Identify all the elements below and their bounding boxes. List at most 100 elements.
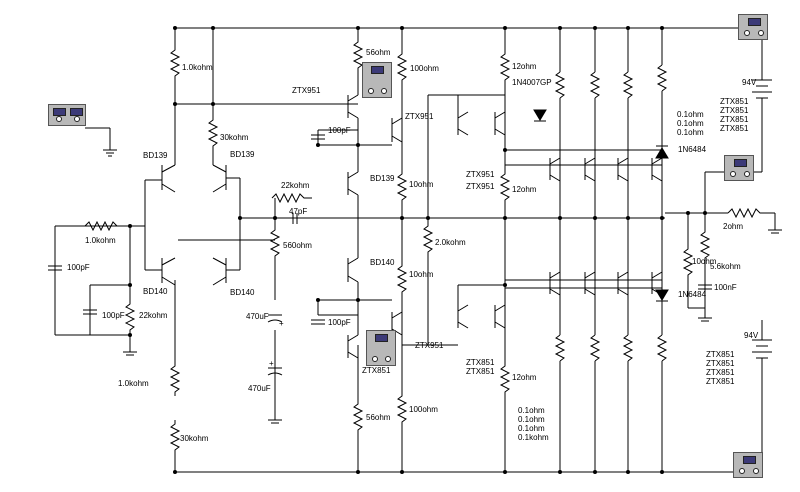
label-d-1n4007: 1N4007GP bbox=[512, 78, 552, 87]
label-d-1n6484-bot: 1N6484 bbox=[678, 290, 707, 299]
resistor-22k-input bbox=[124, 300, 136, 340]
label-r-22k-fb: 22kohm bbox=[281, 181, 310, 190]
voltmeter-top-rail[interactable] bbox=[738, 14, 768, 40]
meter-display-icon bbox=[375, 334, 388, 342]
label-r-1k0-top: 1.0kohm bbox=[182, 63, 213, 72]
label-plus-a: + bbox=[279, 319, 284, 328]
label-line: ZTX851 bbox=[706, 359, 735, 368]
resistor-12-bot bbox=[499, 362, 511, 396]
label-plus-b: + bbox=[269, 359, 274, 368]
terminal-icon bbox=[56, 116, 62, 122]
label-r-list-bot: 0.1ohm 0.1ohm 0.1ohm 0.1kohm bbox=[518, 406, 549, 442]
terminal-icon bbox=[744, 171, 750, 177]
label-d-1n6484-top: 1N6484 bbox=[678, 145, 707, 154]
voltmeter-bottom-rail[interactable] bbox=[733, 452, 763, 478]
label-r-12-top: 12ohm bbox=[512, 62, 537, 71]
label-r-30k-bot: 30kohm bbox=[180, 434, 209, 443]
probe-vas-bottom[interactable] bbox=[366, 330, 396, 366]
meter-display-icon bbox=[371, 66, 384, 74]
terminal-icon bbox=[739, 468, 745, 474]
label-line: ZTX851 bbox=[706, 350, 735, 359]
label-q-ztx951-d: ZTX951 bbox=[466, 182, 495, 191]
label-src-94v-bot: 94V bbox=[744, 331, 759, 340]
label-c-47p: 47pF bbox=[289, 207, 308, 216]
label-line: ZTX851 bbox=[720, 106, 749, 115]
label-c-100p-in: 100pF bbox=[67, 263, 90, 272]
resistor-56-top bbox=[352, 38, 364, 72]
terminal-icon bbox=[744, 30, 750, 36]
label-c-470u-b: 470uF bbox=[248, 384, 271, 393]
voltmeter-input[interactable] bbox=[48, 104, 86, 126]
resistor-100-bot bbox=[396, 392, 408, 428]
capacitors bbox=[48, 134, 712, 376]
label-c-100p-bot: 100pF bbox=[328, 318, 351, 327]
label-r-22k-in: 22kohm bbox=[139, 311, 168, 320]
meter-display-icon bbox=[53, 108, 66, 116]
label-q-bd140-b: BD140 bbox=[230, 288, 255, 297]
label-c-470u-a: 470uF bbox=[246, 312, 269, 321]
label-q-bd139-a: BD139 bbox=[143, 151, 168, 160]
label-q-bd140-c: BD140 bbox=[370, 258, 395, 267]
label-ztx851-list-bot: ZTX851 ZTX851 ZTX851 ZTX851 bbox=[706, 350, 734, 386]
meter-display-icon bbox=[70, 108, 83, 116]
label-line: ZTX851 bbox=[720, 97, 749, 106]
terminal-icon bbox=[758, 30, 764, 36]
resistor-2ohm bbox=[727, 207, 775, 219]
voltmeter-output[interactable] bbox=[724, 155, 754, 181]
ground-symbols bbox=[85, 127, 782, 424]
label-line: ZTX851 bbox=[706, 368, 735, 377]
label-q-bd140-a: BD140 bbox=[143, 287, 168, 296]
label-ztx851-pair-mid: ZTX851 ZTX851 bbox=[466, 358, 494, 376]
label-ztx851-list-top: ZTX851 ZTX851 ZTX851 ZTX851 bbox=[720, 97, 748, 133]
terminal-icon bbox=[372, 356, 378, 362]
label-r-10-out: 10ohm bbox=[692, 257, 717, 266]
label-r-2k0: 2.0kohm bbox=[435, 238, 466, 247]
meter-display-icon bbox=[734, 159, 747, 167]
resistor-22k-feedback bbox=[271, 192, 312, 204]
label-q-bd139-c: BD139 bbox=[370, 174, 395, 183]
label-c-100p-top: 100pF bbox=[328, 126, 351, 135]
resistor-12-mid bbox=[499, 170, 511, 204]
label-r-100-top: 100ohm bbox=[410, 64, 439, 73]
label-c-100n: 100nF bbox=[714, 283, 737, 292]
terminal-icon bbox=[385, 356, 391, 362]
label-line: 0.1ohm bbox=[518, 406, 545, 415]
resistor-10-a bbox=[396, 170, 408, 204]
label-r-1k0-in: 1.0kohm bbox=[85, 236, 116, 245]
label-r-12-mid: 12ohm bbox=[512, 185, 537, 194]
terminal-icon bbox=[381, 88, 387, 94]
label-r-1k0-bot: 1.0kohm bbox=[118, 379, 149, 388]
terminal-icon bbox=[753, 468, 759, 474]
resistor-12-top bbox=[499, 50, 511, 84]
probe-vas-top[interactable] bbox=[362, 62, 392, 98]
label-q-bd139-b: BD139 bbox=[230, 150, 255, 159]
label-q-ztx951-c: ZTX951 bbox=[466, 170, 495, 179]
label-r-5k6: 5.6kohm bbox=[710, 262, 741, 271]
resistor-56-bot bbox=[352, 400, 364, 436]
label-q-ztx951-b: ZTX951 bbox=[405, 112, 434, 121]
label-line: ZTX851 bbox=[466, 367, 495, 376]
resistor-10-out bbox=[682, 245, 694, 282]
label-line: 0.1ohm bbox=[677, 119, 704, 128]
label-q-ztx851-a: ZTX851 bbox=[362, 366, 391, 375]
label-line: ZTX851 bbox=[720, 124, 749, 133]
label-r-2ohm: 2ohm bbox=[723, 222, 744, 231]
emitter-resistors-bot bbox=[554, 334, 668, 362]
transistors bbox=[161, 94, 663, 359]
terminal-icon bbox=[368, 88, 374, 94]
label-line: 0.1ohm bbox=[677, 110, 704, 119]
meter-display-icon bbox=[743, 456, 756, 464]
terminal-icon bbox=[730, 171, 736, 177]
resistor-1k0-bot bbox=[169, 362, 181, 396]
label-r-10-b: 10ohm bbox=[409, 270, 434, 279]
label-r-56-bot: 56ohm bbox=[366, 413, 391, 422]
label-r-10-a: 10ohm bbox=[409, 180, 434, 189]
label-line: 0.1ohm bbox=[518, 424, 545, 433]
label-line: ZTX851 bbox=[706, 377, 735, 386]
label-r-01-list-top: 0.1ohm 0.1ohm 0.1ohm bbox=[677, 110, 704, 137]
diodes bbox=[533, 109, 669, 302]
label-r-56-top: 56ohm bbox=[366, 48, 391, 57]
terminal-icon bbox=[74, 116, 80, 122]
label-r-30k-top: 30kohm bbox=[220, 133, 249, 142]
